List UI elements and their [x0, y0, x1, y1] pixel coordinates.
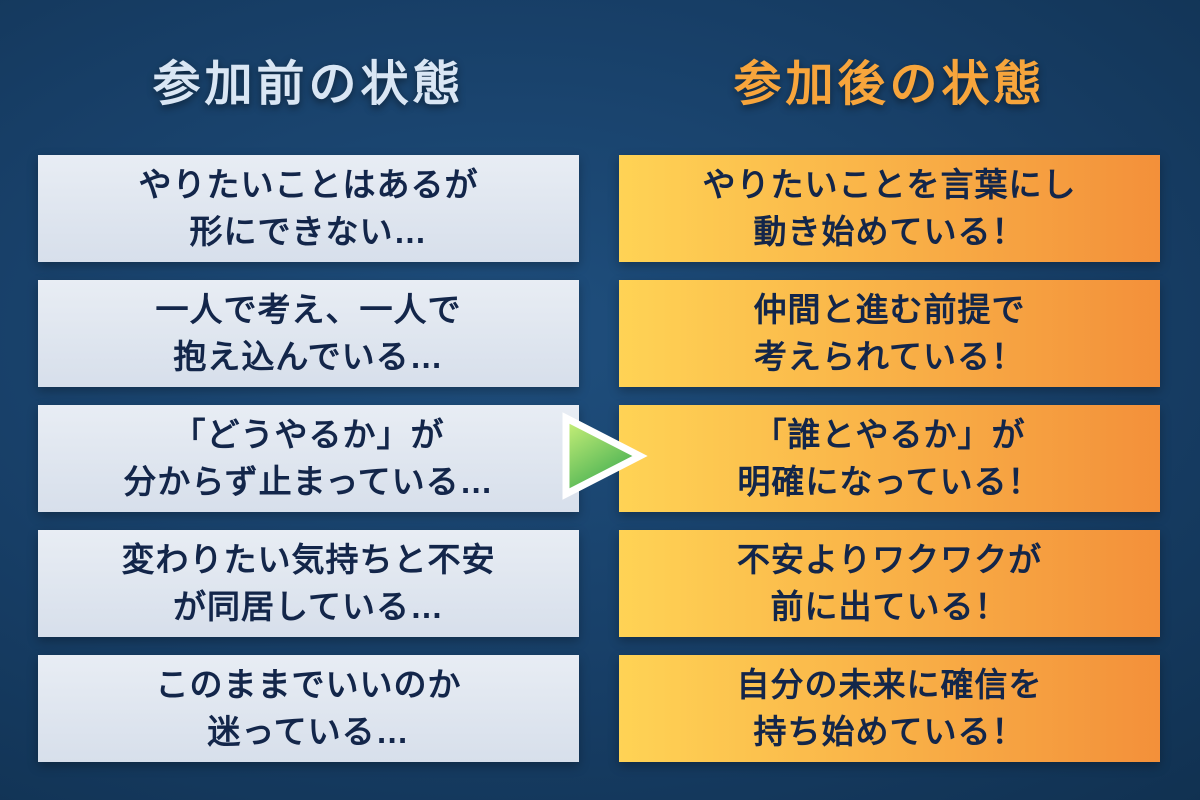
state-line: 「誰とやるか」が: [753, 415, 1026, 453]
before-state-box: このままでいいのか 迷っている…: [38, 655, 579, 762]
comparison-row: このままでいいのか 迷っている… 自分の未来に確信を 持ち始めている！: [38, 655, 1160, 762]
state-line: 抱え込んでいる…: [173, 337, 444, 375]
before-state-box: 「どうやるか」が 分からず止まっている…: [38, 405, 579, 512]
transition-arrow-icon: [556, 410, 648, 502]
state-line: 一人で考え、一人で: [155, 290, 462, 328]
state-line: やりたいことはあるが: [138, 165, 479, 203]
after-state-box: やりたいことを言葉にし 動き始めている！: [619, 155, 1160, 262]
before-state-box: 一人で考え、一人で 抱え込んでいる…: [38, 280, 579, 387]
state-line: 分からず止まっている…: [123, 462, 494, 500]
state-line: 自分の未来に確信を: [736, 665, 1043, 703]
state-line: 形にできない…: [189, 212, 428, 250]
state-line: 「どうやるか」が: [172, 415, 445, 453]
column-headers: 参加前の状態 参加後の状態: [38, 44, 1160, 114]
comparison-rows: やりたいことはあるが 形にできない… やりたいことを言葉にし 動き始めている！ …: [38, 155, 1160, 762]
before-state-box: やりたいことはあるが 形にできない…: [38, 155, 579, 262]
before-state-box: 変わりたい気持ちと不安 が同居している…: [38, 530, 579, 637]
state-line: 迷っている…: [207, 712, 410, 750]
after-state-box: 仲間と進む前提で 考えられている！: [619, 280, 1160, 387]
state-line: 考えられている！: [753, 337, 1025, 375]
after-state-box: 不安よりワクワクが 前に出ている！: [619, 530, 1160, 637]
state-line: 持ち始めている！: [753, 712, 1026, 750]
state-line: やりたいことを言葉にし: [702, 165, 1077, 203]
right-triangle-arrow-svg: [562, 412, 648, 500]
before-column-title: 参加前の状態: [152, 58, 465, 111]
state-line: 前に出ている！: [770, 587, 1009, 625]
state-line: が同居している…: [172, 587, 444, 625]
state-line: 不安よりワクワクが: [736, 540, 1043, 578]
state-line: 変わりたい気持ちと不安: [121, 540, 496, 578]
comparison-row: 一人で考え、一人で 抱え込んでいる… 仲間と進む前提で 考えられている！: [38, 280, 1160, 387]
state-line: 明確になっている！: [737, 462, 1042, 500]
comparison-row: やりたいことはあるが 形にできない… やりたいことを言葉にし 動き始めている！: [38, 155, 1160, 262]
after-column-title: 参加後の状態: [733, 58, 1046, 111]
comparison-row: 「どうやるか」が 分からず止まっている… 「誰とやるか」が 明確になっている！: [38, 405, 1160, 512]
after-state-box: 自分の未来に確信を 持ち始めている！: [619, 655, 1160, 762]
comparison-row: 変わりたい気持ちと不安 が同居している… 不安よりワクワクが 前に出ている！: [38, 530, 1160, 637]
after-state-box: 「誰とやるか」が 明確になっている！: [619, 405, 1160, 512]
state-line: 動き始めている！: [753, 212, 1026, 250]
state-line: このままでいいのか: [155, 665, 462, 703]
state-line: 仲間と進む前提で: [753, 290, 1026, 328]
